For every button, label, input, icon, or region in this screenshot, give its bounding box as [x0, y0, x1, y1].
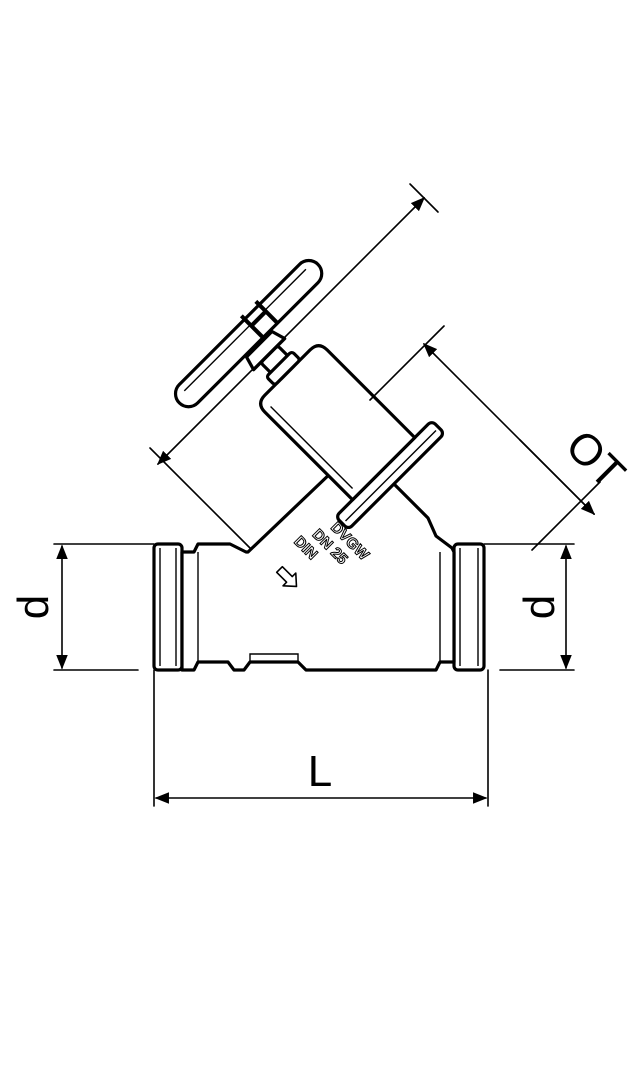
dimension-d-right-label: d	[515, 595, 564, 619]
right-pipe-end	[452, 542, 486, 672]
dimension-d-right: d	[483, 543, 575, 671]
dimension-d-left: d	[9, 543, 155, 671]
valve-body	[152, 438, 486, 672]
left-pipe-end	[152, 542, 184, 672]
flow-arrow-icon	[275, 565, 298, 588]
dimension-l-label: L	[308, 747, 332, 796]
dimension-d-left-label: d	[9, 595, 58, 619]
body-outline	[180, 438, 456, 672]
dimension-l: L	[153, 669, 489, 807]
